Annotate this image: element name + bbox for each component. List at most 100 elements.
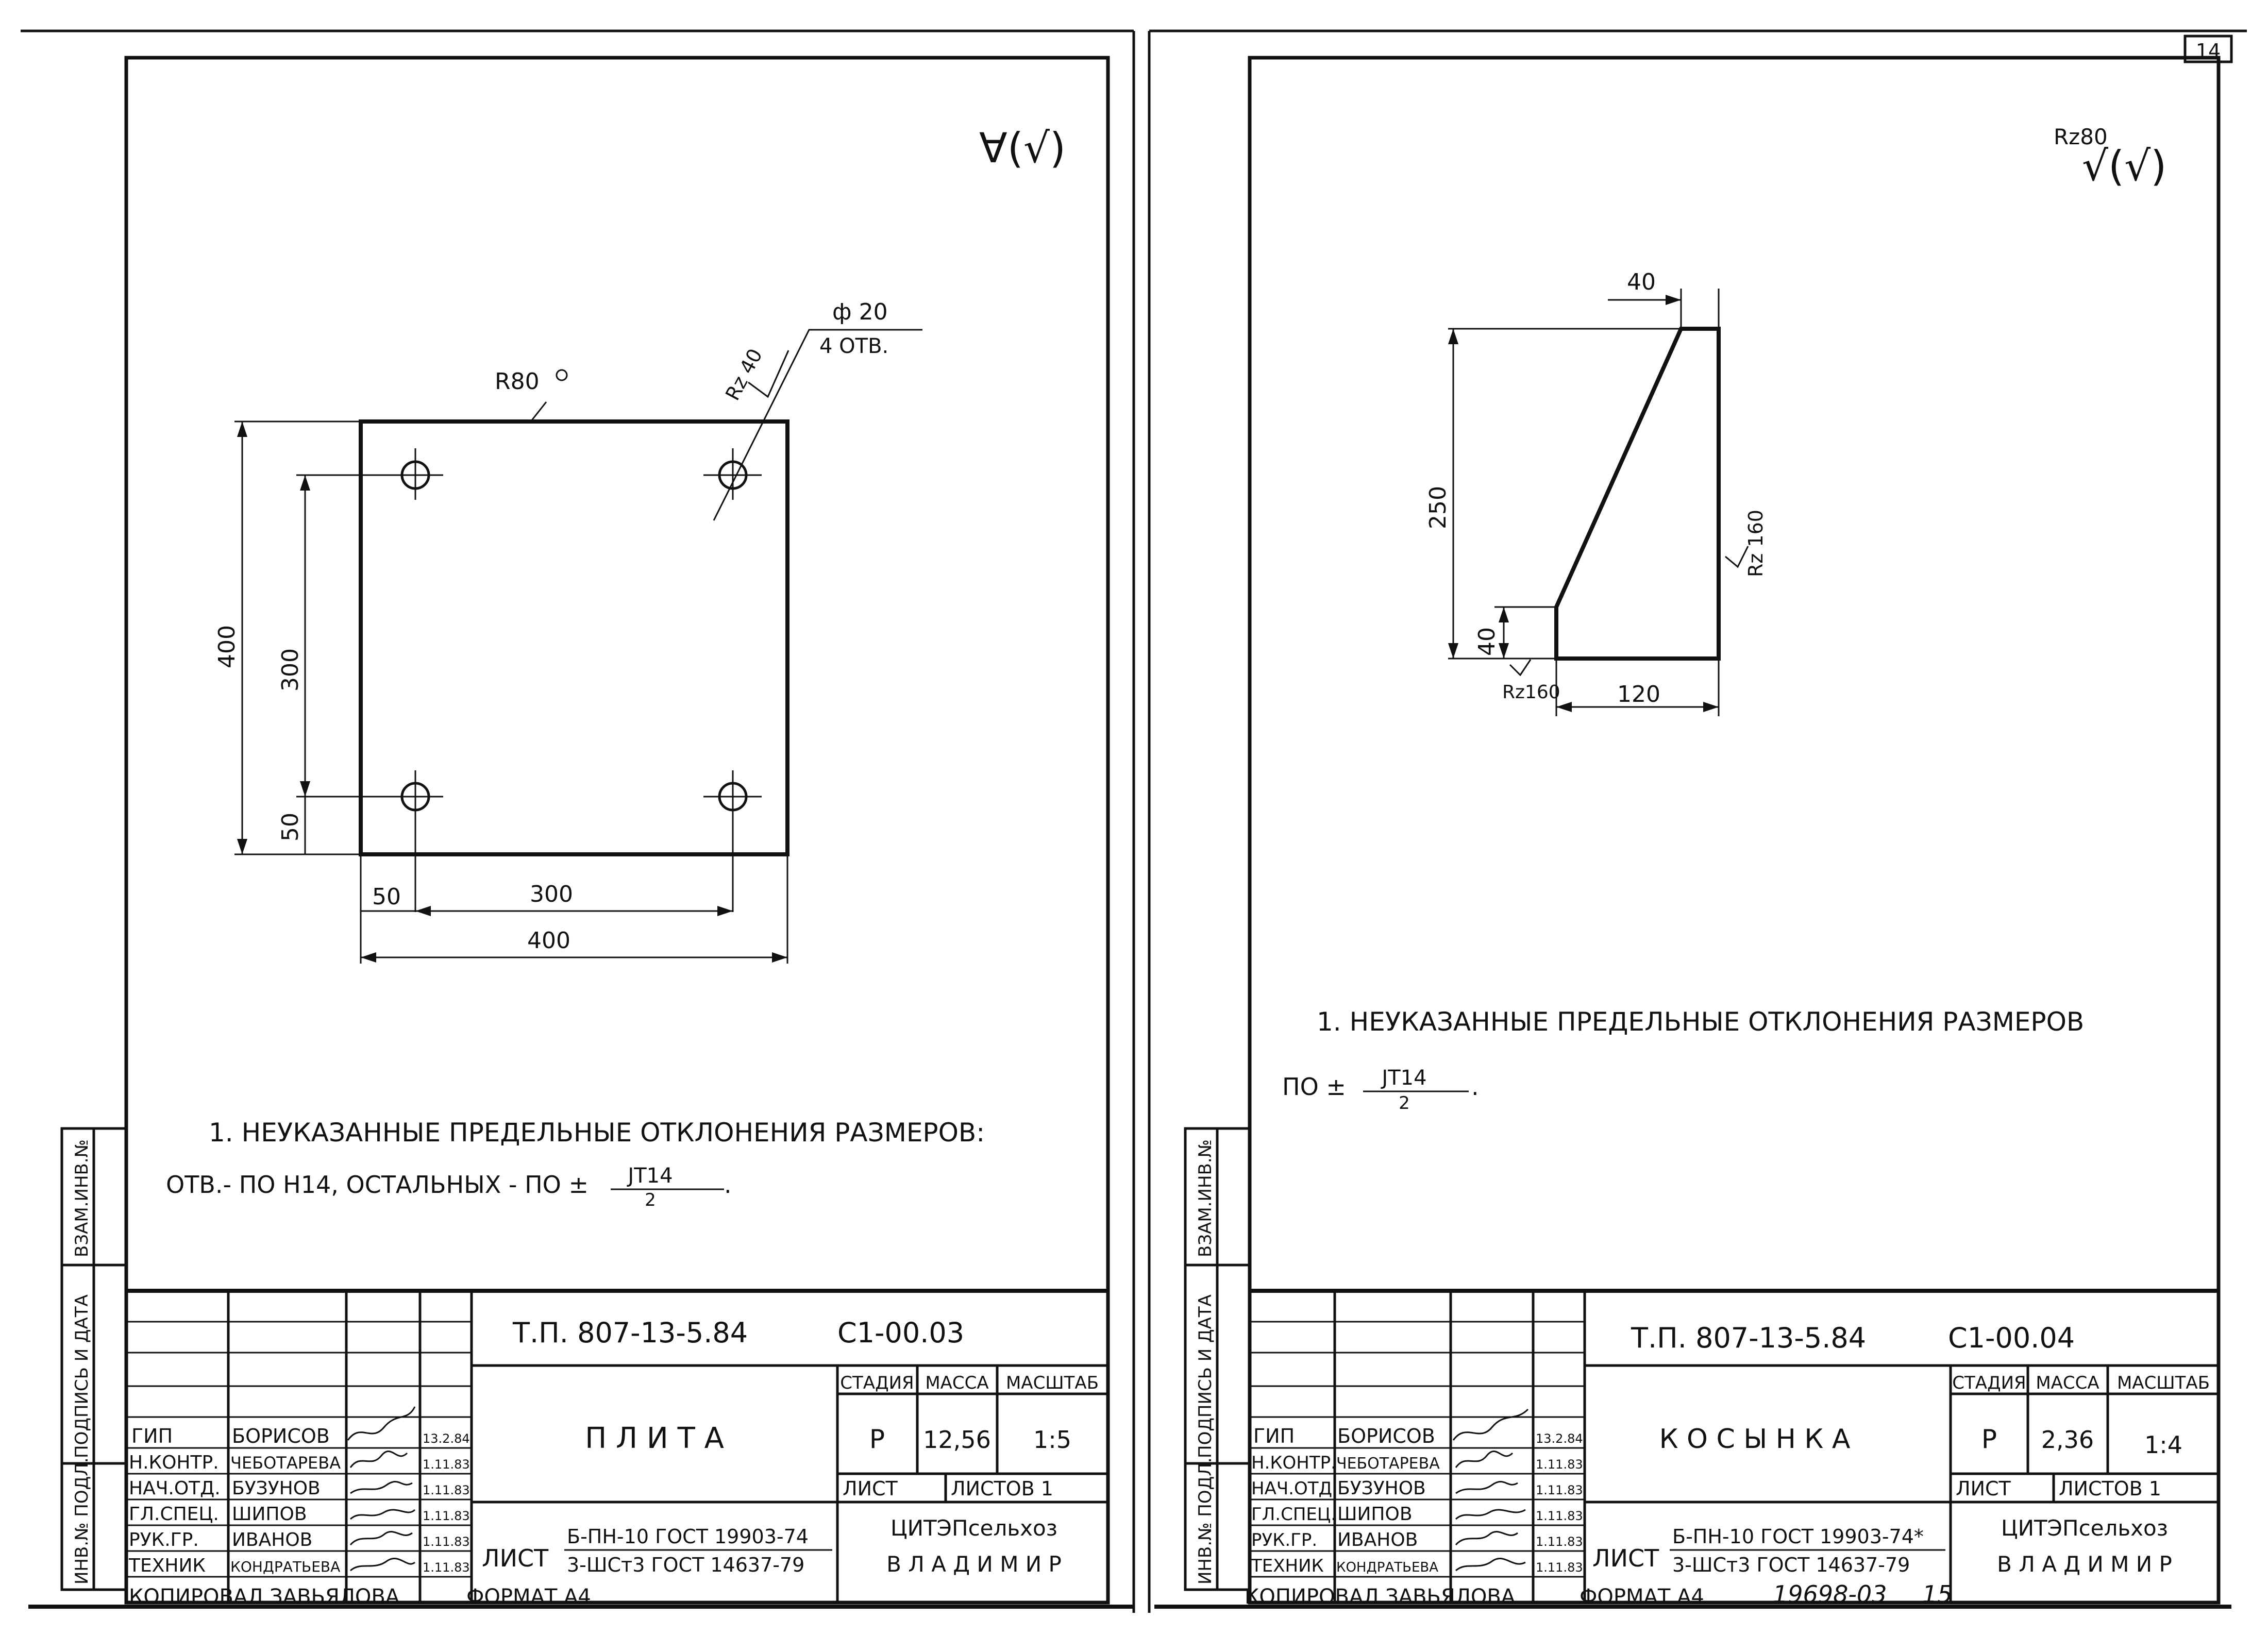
dim-height-250: 250 [1425, 486, 1451, 529]
dim-width-400: 400 [527, 928, 570, 954]
right-people: ГИП БОРИСОВ 13.2.84 Н.КОНТР. ЧЕБОТАРЕВА … [1251, 1425, 1583, 1576]
right-frame [1248, 56, 2221, 1605]
left-date-nkontr: 1.11.83 [423, 1457, 470, 1472]
dim-top-40: 40 [1627, 269, 1656, 295]
left-role-gip: ГИП [131, 1425, 173, 1447]
signature [1455, 1481, 1518, 1494]
right-org2: В Л А Д И М И Р [1997, 1552, 2172, 1577]
left-name-tekhnik: КОНДРАТЬЕВА [230, 1558, 340, 1575]
left-date-tekhnik: 1.11.83 [423, 1560, 470, 1575]
hole [703, 448, 762, 500]
hole [384, 448, 443, 500]
right-role-glspec: ГЛ.СПЕЦ. [1251, 1504, 1336, 1525]
annotation-rz40: Rz 40 [721, 345, 767, 404]
right-stage-value: Р [1981, 1424, 1997, 1454]
annotation-rz160-bottom: Rz160 [1502, 682, 1560, 703]
signature [1455, 1509, 1526, 1520]
right-sheet: ИНВ.№ ПОДЛ. ПОДПИСЬ И ДАТА ВЗАМ.ИНВ.№ Rz… [1184, 56, 2221, 1609]
right-arrowheads [1448, 295, 1719, 712]
right-name-rukgr: ИВАНОВ [1337, 1529, 1418, 1550]
signature [1455, 1451, 1514, 1468]
right-stamp-sign: ПОДПИСЬ И ДАТА [1195, 1294, 1216, 1458]
left-note-frac-den: 2 [645, 1190, 656, 1210]
left-sheet-code: С1-00.03 [837, 1317, 964, 1349]
left-material-bottom: 3-ШСт3 ГОСТ 14637-79 [567, 1554, 804, 1576]
left-frame [124, 56, 1110, 1605]
right-role-gip: ГИП [1253, 1425, 1295, 1447]
left-signatures [347, 1406, 416, 1572]
left-name-glspec: ШИПОВ [232, 1504, 307, 1525]
left-hdr-scale: МАСШТАБ [1006, 1373, 1099, 1393]
left-hdr-stage: СТАДИЯ [840, 1373, 914, 1393]
left-role-rukgr: РУК.ГР. [129, 1529, 199, 1550]
left-arrowheads [237, 422, 787, 963]
dim-height-300: 300 [277, 648, 304, 692]
left-role-tekhnik: ТЕХНИК [128, 1555, 206, 1576]
left-roughness-sign: ∀(√) [979, 124, 1066, 172]
right-name-nkontr: ЧЕБОТАРЕВА [1336, 1455, 1440, 1473]
right-side-stamp: ИНВ.№ ПОДЛ. ПОДПИСЬ И ДАТА ВЗАМ.ИНВ.№ [1184, 1127, 1251, 1591]
left-side-stamp: ИНВ.№ ПОДЛ. ПОДПИСЬ И ДАТА ВЗАМ.ИНВ.№ [60, 1127, 128, 1591]
left-role-nachotd: НАЧ.ОТД. [129, 1478, 221, 1499]
right-note-line2: ПО ± [1282, 1073, 1346, 1101]
right-note-tail: . [1471, 1073, 1479, 1101]
signature [1455, 1558, 1526, 1572]
left-date-glspec: 1.11.83 [423, 1509, 470, 1523]
right-sheets-label: ЛИСТОВ 1 [2059, 1477, 2161, 1500]
right-date-nachotd: 1.11.83 [1536, 1483, 1583, 1497]
left-material-top: Б-ПН-10 ГОСТ 19903-74 [567, 1525, 809, 1548]
right-hdr-stage: СТАДИЯ [1952, 1373, 2026, 1393]
right-name-nachotd: БУЗУНОВ [1337, 1478, 1426, 1499]
plate-holes [296, 448, 762, 912]
right-name-glspec: ШИПОВ [1337, 1504, 1413, 1525]
right-roughness-rz: Rz80 [2054, 124, 2108, 149]
left-role-glspec: ГЛ.СПЕЦ. [129, 1504, 219, 1525]
right-roughness-sign: √(√) [2082, 142, 2166, 190]
right-copied: КОПИРОВАЛ ЗАВЬЯЛОВА [1245, 1585, 1516, 1609]
dim-width-50: 50 [372, 884, 401, 910]
signature [349, 1531, 413, 1546]
right-date-gip: 13.2.84 [1536, 1431, 1583, 1446]
right-date-tekhnik: 1.11.83 [1536, 1560, 1583, 1575]
right-name-tekhnik: КОНДРАТЬЕВА [1336, 1560, 1438, 1575]
left-note-tail: . [724, 1171, 732, 1199]
left-sheets-label: ЛИСТОВ 1 [951, 1477, 1053, 1500]
signature [349, 1451, 408, 1468]
right-hdr-mass: МАССА [2036, 1373, 2099, 1393]
signature [350, 1481, 413, 1494]
left-format: ФОРМАТ А4 [466, 1585, 591, 1609]
left-scale-value: 1:5 [1033, 1426, 1071, 1454]
right-hdr-scale: МАСШТАБ [2117, 1373, 2210, 1393]
right-part-name: К О С Ы Н К А [1659, 1424, 1851, 1455]
right-date-nkontr: 1.11.83 [1536, 1457, 1583, 1472]
dim-width-300: 300 [530, 881, 573, 907]
right-signatures [1452, 1408, 1529, 1572]
right-stamp-vzam: ВЗАМ.ИНВ.№ [1195, 1139, 1216, 1257]
right-role-nachotd: НАЧ.ОТД. [1251, 1478, 1338, 1499]
left-people: ГИП БОРИСОВ 13.2.84 Н.КОНТР. ЧЕБОТАРЕВА … [128, 1425, 470, 1576]
right-role-rukgr: РУК.ГР. [1251, 1530, 1317, 1550]
left-title-block [126, 1289, 1108, 1603]
left-doc-code: Т.П. 807-13-5.84 [512, 1317, 748, 1349]
right-scale-value: 1:4 [2144, 1431, 2182, 1459]
signature [349, 1509, 416, 1520]
archive-number: 19698-03 [1773, 1580, 1887, 1608]
left-stage-value: Р [869, 1424, 885, 1454]
dim-height-small-40: 40 [1474, 627, 1500, 656]
left-stamp-vzam: ВЗАМ.ИНВ.№ [72, 1139, 92, 1257]
right-date-glspec: 1.11.83 [1536, 1509, 1583, 1523]
left-date-gip: 13.2.84 [423, 1431, 470, 1446]
right-material-top: Б-ПН-10 ГОСТ 19903-74* [1672, 1525, 1924, 1548]
right-format: ФОРМАТ А4 [1580, 1585, 1704, 1609]
left-name-rukgr: ИВАНОВ [232, 1529, 312, 1550]
gusset-outline [1554, 327, 1721, 661]
left-copied: КОПИРОВАЛ ЗАВЬЯЛОВА [129, 1585, 400, 1609]
right-note-line1: 1. НЕУКАЗАННЫЕ ПРЕДЕЛЬНЫЕ ОТКЛОНЕНИЯ РАЗ… [1317, 1007, 2084, 1037]
annotation-rz160-side: Rz 160 [1744, 510, 1767, 577]
right-stamp-inv: ИНВ.№ ПОДЛ. [1195, 1457, 1216, 1585]
right-role-tekhnik: ТЕХНИК [1251, 1556, 1324, 1576]
hole [703, 770, 762, 912]
right-role-nkontr: Н.КОНТР. [1251, 1453, 1336, 1473]
left-name-nachotd: БУЗУНОВ [232, 1478, 321, 1499]
